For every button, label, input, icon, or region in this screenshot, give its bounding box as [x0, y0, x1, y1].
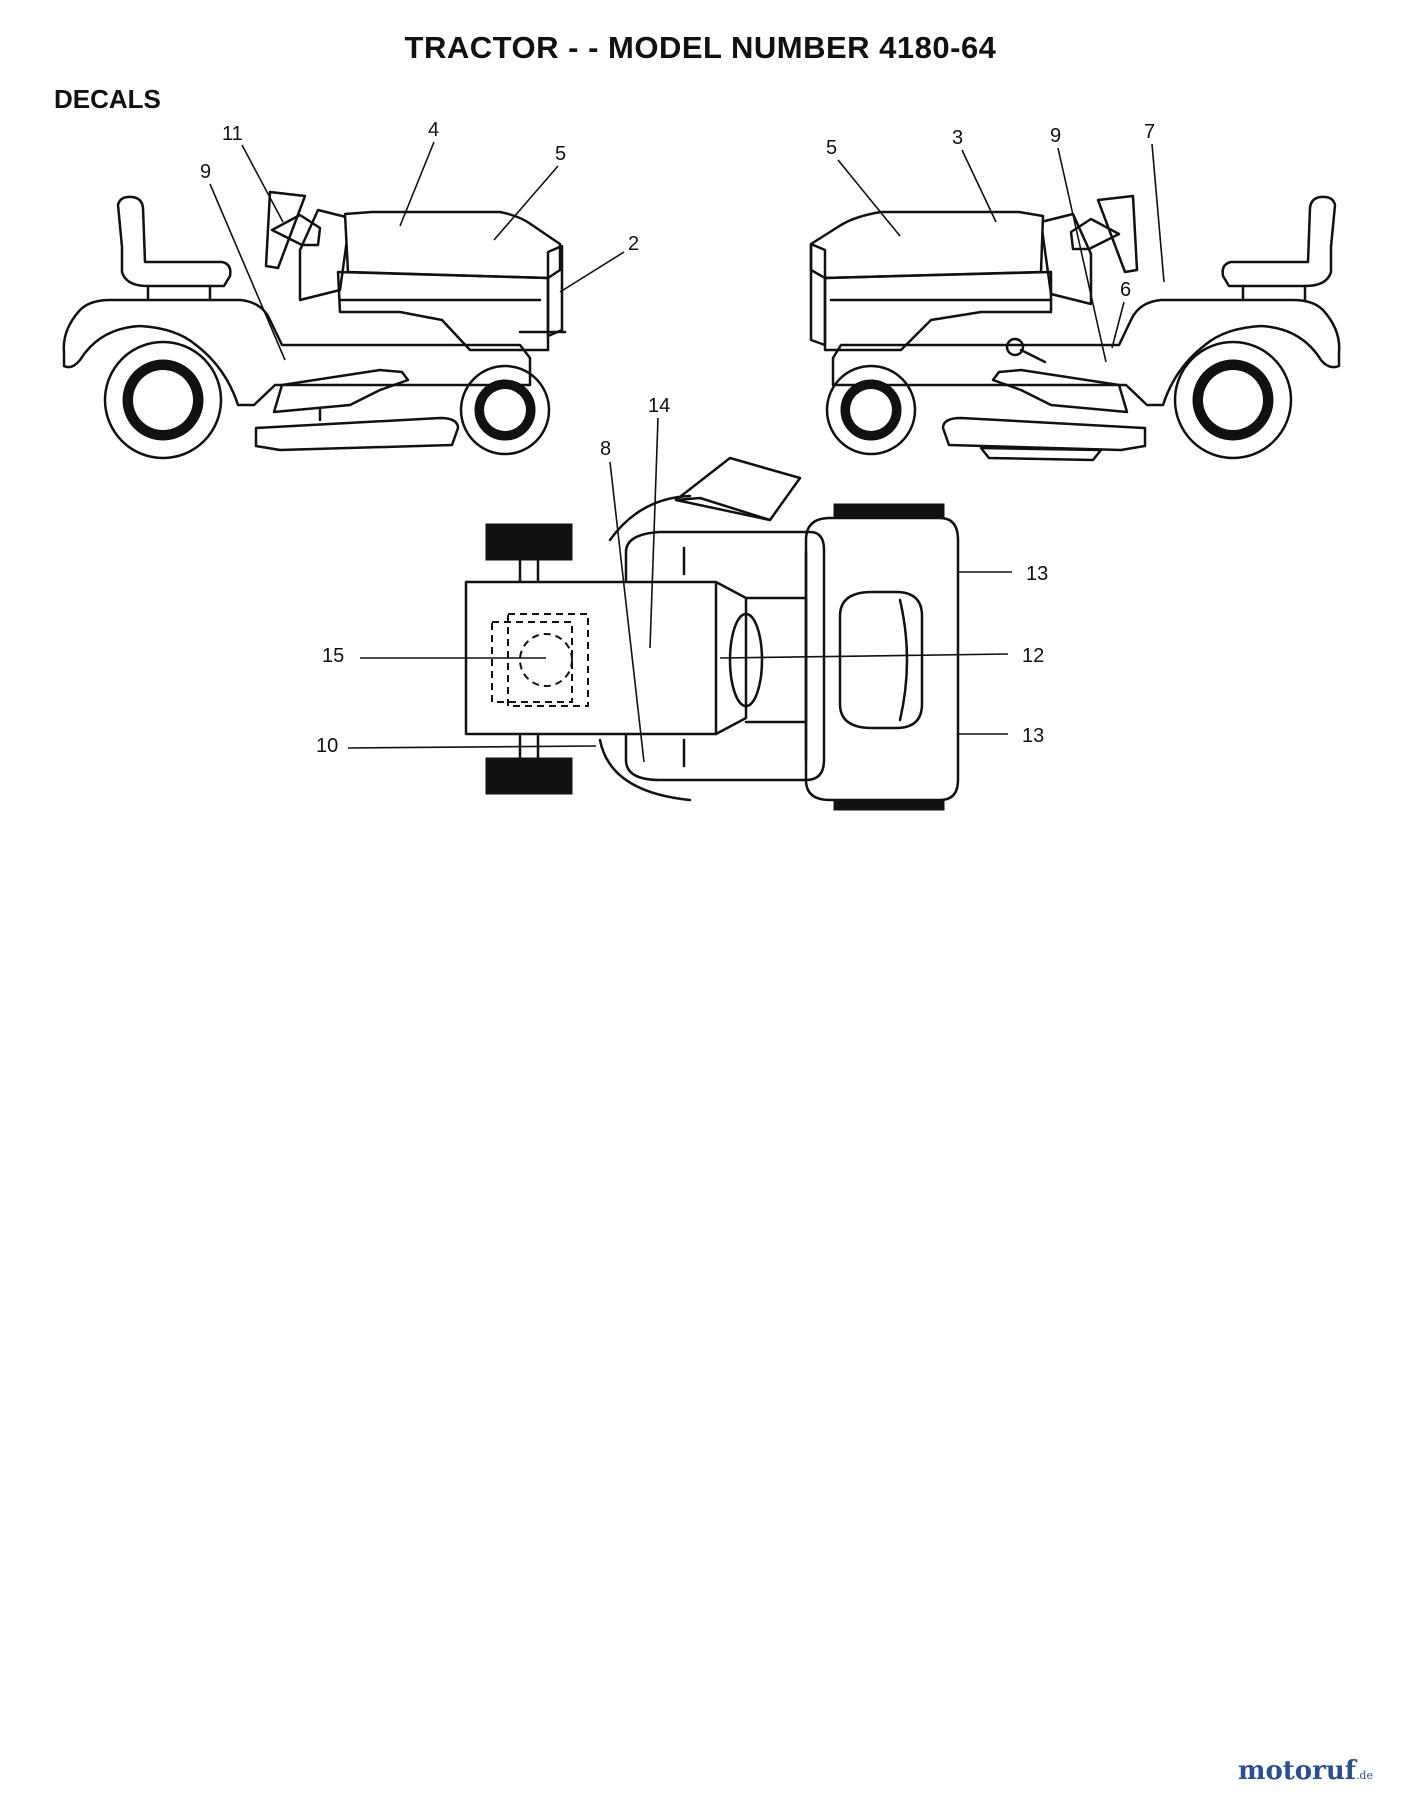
steering-wheel-left: [264, 190, 307, 270]
callout-13-top-lower: 13: [1022, 725, 1044, 747]
rear-tire-top: [485, 523, 573, 561]
seat-left: [116, 195, 232, 288]
callout-2-left: 2: [628, 233, 639, 255]
steering-console-top: [838, 590, 924, 730]
hood-left: [343, 210, 562, 280]
rear-body-top: [624, 530, 826, 782]
mower-deck-left: [254, 416, 460, 452]
callout-15-top: 15: [322, 645, 344, 667]
page-title: TRACTOR - - MODEL NUMBER 4180-64: [404, 30, 997, 65]
watermark-suffix: .de: [1355, 1769, 1373, 1782]
motoruf-watermark-logo: motoruf.de: [1238, 1756, 1373, 1786]
callout-12-top: 12: [1022, 645, 1044, 667]
callout-5-left: 5: [555, 143, 566, 165]
callout-8-top: 8: [600, 438, 611, 460]
rear-wheel-left: [103, 340, 223, 460]
engine-outline-top: [507, 613, 589, 707]
callout-13-top-upper: 13: [1026, 563, 1048, 585]
watermark-text: motoruf: [1237, 1756, 1356, 1786]
callout-4-left: 4: [428, 119, 439, 141]
seat-top: [674, 456, 802, 522]
footrest-left: [272, 368, 410, 414]
callout-7-right: 7: [1144, 121, 1155, 143]
callout-3-right: 3: [952, 127, 963, 149]
grille-left: [546, 244, 564, 338]
callout-11-left: 11: [222, 123, 243, 145]
front-wheel-left: [459, 364, 551, 456]
front-bumper-top: [833, 503, 945, 519]
section-label: DECALS: [54, 84, 161, 114]
hood-top: [804, 516, 960, 802]
front-bumper-bottom: [833, 799, 945, 811]
left-side-view: 11 4 5 9 2: [62, 119, 639, 460]
rear-tire-bottom: [485, 757, 573, 795]
callout-14-top: 14: [648, 395, 670, 417]
callout-9-left: 9: [200, 161, 211, 183]
callout-10-top: 10: [316, 735, 338, 757]
callout-5-right: 5: [826, 137, 837, 159]
right-side-view: [809, 194, 1341, 462]
right-view-callouts: 5 3 9 7 6: [826, 121, 1165, 363]
top-view: 14 8 13 15 12 10 13: [316, 395, 1048, 811]
rear-fender-left: [62, 298, 532, 407]
callout-6-right: 6: [1120, 279, 1131, 301]
callout-9-right: 9: [1050, 125, 1061, 147]
